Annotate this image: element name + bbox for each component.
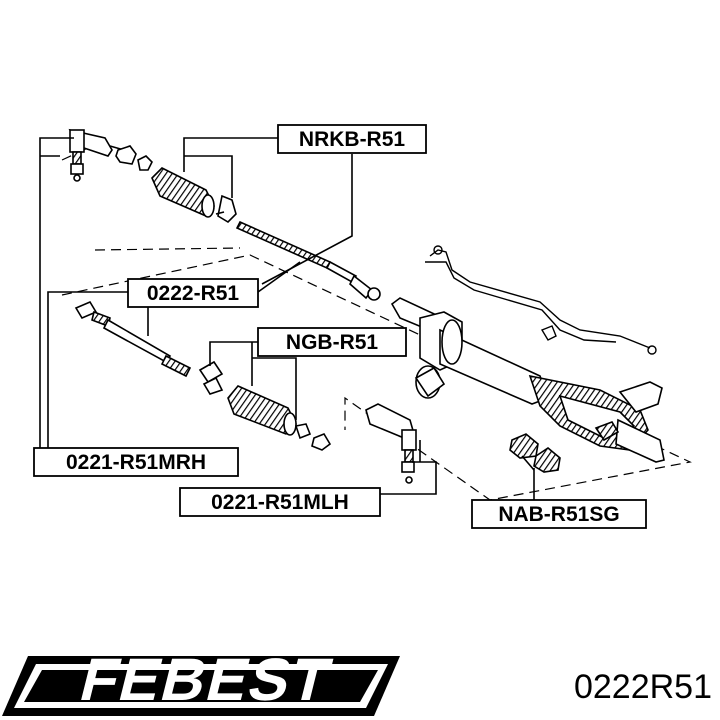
hydraulic-lines	[425, 245, 657, 355]
part-code: 0222R51	[574, 668, 712, 706]
tie-rod-nuts-top	[115, 145, 153, 171]
outer-tie-rod-end-lh	[365, 403, 417, 484]
callout-nrkb: NRKB-R51	[277, 124, 427, 154]
callout-0221-mlh: 0221-R51MLH	[179, 487, 381, 517]
callout-ngb: NGB-R51	[257, 327, 407, 357]
inner-tie-rod-lower	[74, 300, 192, 378]
label-ngb-r51: NGB-R51	[286, 331, 379, 354]
inner-tie-rod-top	[235, 220, 381, 301]
rack-bushings	[509, 433, 561, 473]
steering-boot-lower	[227, 385, 332, 451]
leader-lines	[39, 137, 535, 500]
assembly-axis-lines	[61, 139, 692, 501]
label-0222-r51: 0222-R51	[147, 282, 240, 305]
label-0221-r51mlh: 0221-R51MLH	[211, 491, 349, 514]
callout-nab: NAB-R51SG	[471, 499, 647, 529]
label-0221-r51mrh: 0221-R51MRH	[66, 451, 206, 474]
boot-clamps-mid	[198, 360, 446, 399]
steering-boot-top	[151, 167, 237, 224]
steering-rack-body	[390, 297, 665, 463]
callout-0221-mrh: 0221-R51MRH	[33, 447, 239, 477]
febest-logo: FEBEST	[2, 646, 400, 716]
logo-wordmark: FEBEST	[74, 646, 339, 713]
label-nrkb-r51: NRKB-R51	[299, 128, 406, 151]
label-nab-r51sg: NAB-R51SG	[498, 503, 619, 526]
callout-0222: 0222-R51	[127, 278, 259, 308]
outer-tie-rod-end-rh	[68, 128, 125, 182]
